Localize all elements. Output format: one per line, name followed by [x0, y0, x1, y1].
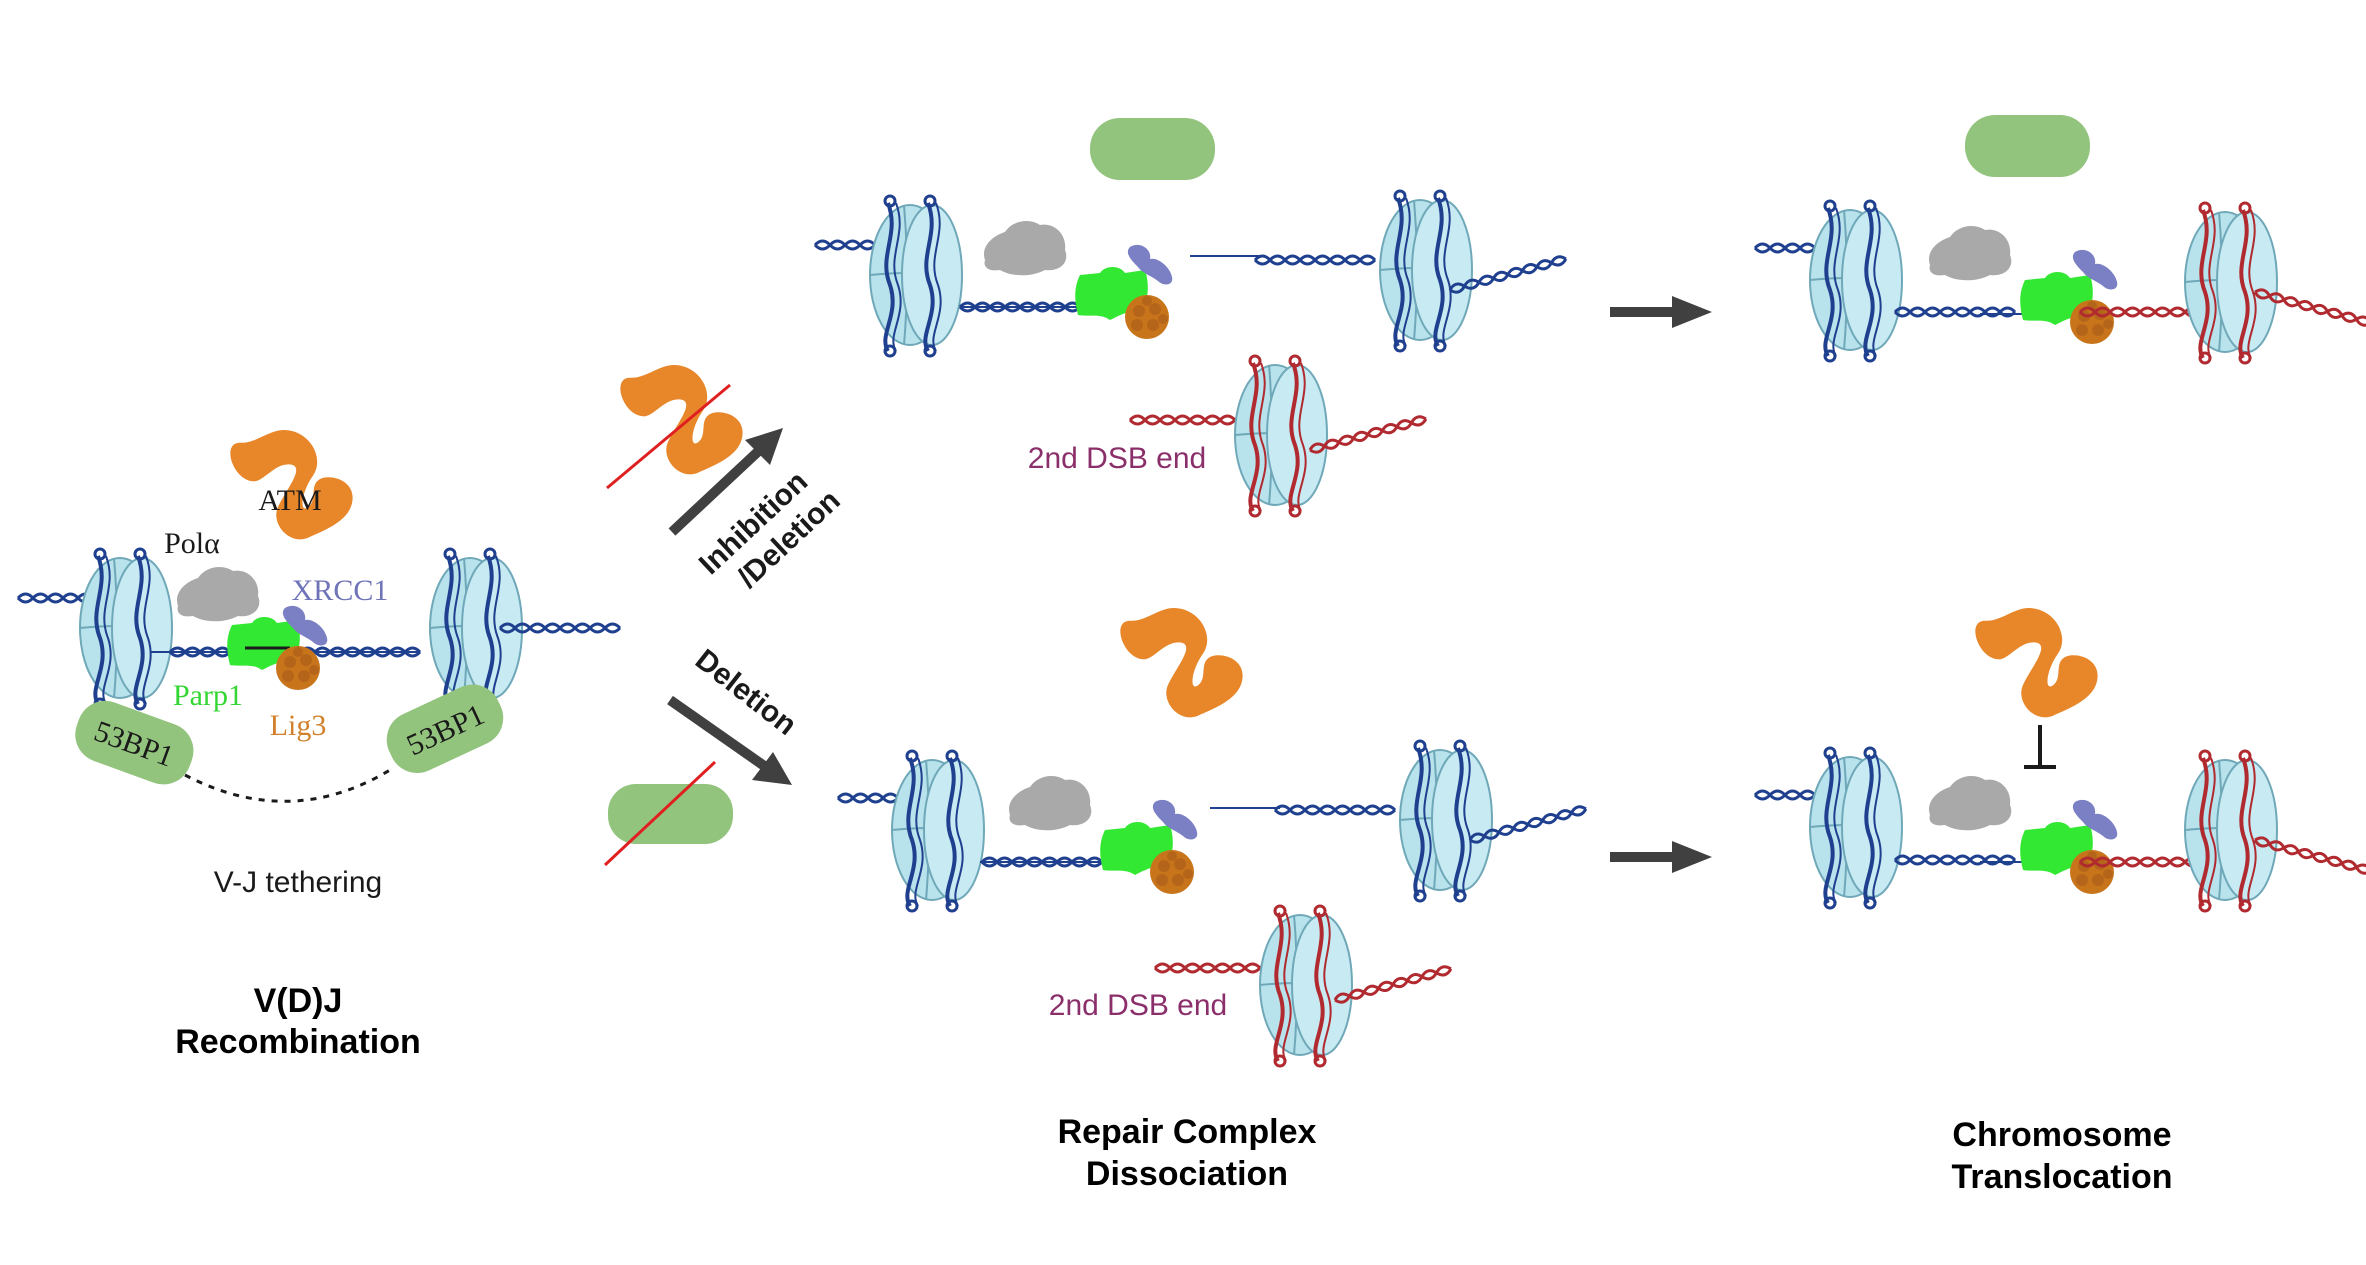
translocation-bottom: [1753, 597, 2366, 913]
arrow-up-head: [745, 428, 783, 465]
repair-title-line1: Repair Complex: [1058, 1113, 1317, 1151]
nucleosome: [1808, 746, 1904, 910]
strike-53bp1: [603, 760, 717, 867]
arrow-top-right: [1610, 296, 1712, 328]
pol-alpha-protein: [177, 566, 260, 622]
53bp1-pill: [1965, 115, 2090, 177]
vdj-title-line1: V(D)J: [254, 982, 343, 1020]
tether-dotted-line: [184, 768, 391, 803]
53bp1-pill: [1090, 118, 1215, 180]
dsb-bottom-label: 2nd DSB end: [1049, 989, 1227, 1022]
atm-protein: [1972, 597, 2104, 728]
repair-title-line2: Dissociation: [1086, 1155, 1288, 1193]
dsb-top-label: 2nd DSB end: [1028, 442, 1206, 475]
nucleosome: [1398, 739, 1494, 903]
repair-complex: [1009, 776, 1197, 894]
nucleosome-red: [2183, 749, 2279, 913]
nucleosome-red: [1258, 904, 1354, 1068]
dna-red-flank: [1153, 962, 1277, 974]
53bp1-left: 53BP1: [75, 700, 194, 785]
strike-atm: [606, 383, 731, 490]
atm-label: ATM: [258, 484, 321, 517]
nucleosome: [1378, 189, 1474, 353]
arrow-down: [667, 695, 773, 775]
vdj-title-line2: Recombination: [175, 1023, 421, 1061]
pol-alpha-label: Polα: [164, 527, 220, 560]
vdj-panel: ATM Polα XRCC1 Parp1 Lig3 53BP1 53BP1 V-…: [16, 419, 622, 1061]
translocation-top: [1753, 115, 2366, 365]
deletion-branch: Deletion: [603, 643, 803, 867]
lig3-protein: [276, 646, 320, 690]
vj-tethering-label: V-J tethering: [214, 866, 382, 899]
arrow-down-head: [752, 752, 792, 785]
nucleosome-red: [2183, 201, 2279, 365]
chrom-title-line1: Chromosome: [1952, 1116, 2171, 1154]
parp1-label: Parp1: [173, 679, 243, 712]
dna-linker: [1273, 804, 1397, 816]
53bp1-right: 53BP1: [386, 684, 504, 774]
nucleosome-red: [1233, 354, 1329, 518]
53bp1-crossed-out: [608, 784, 733, 844]
arrow-bottom-right: [1610, 841, 1712, 873]
repair-complex: [1929, 776, 2117, 894]
xrcc1-label: XRCC1: [292, 574, 389, 607]
dna-linker: [1253, 254, 1377, 266]
atm-protein: [1117, 597, 1249, 728]
dissociation-bottom: 2nd DSB end: [836, 597, 1589, 1068]
nucleosome: [868, 194, 964, 358]
inhibition-branch: Inhibition /Deletion: [606, 354, 847, 594]
nucleosome: [890, 749, 986, 913]
dna-red-flank: [1128, 414, 1252, 426]
arrow-up: [668, 441, 769, 536]
nucleosome: [78, 547, 174, 711]
repair-complex: [984, 221, 1172, 339]
chrom-title-line2: Translocation: [1951, 1158, 2172, 1196]
dissociation-top: 2nd DSB end: [813, 118, 1569, 518]
lig3-label: Lig3: [270, 709, 327, 742]
repair-complex: [1929, 226, 2117, 344]
nucleosome: [1808, 199, 1904, 363]
